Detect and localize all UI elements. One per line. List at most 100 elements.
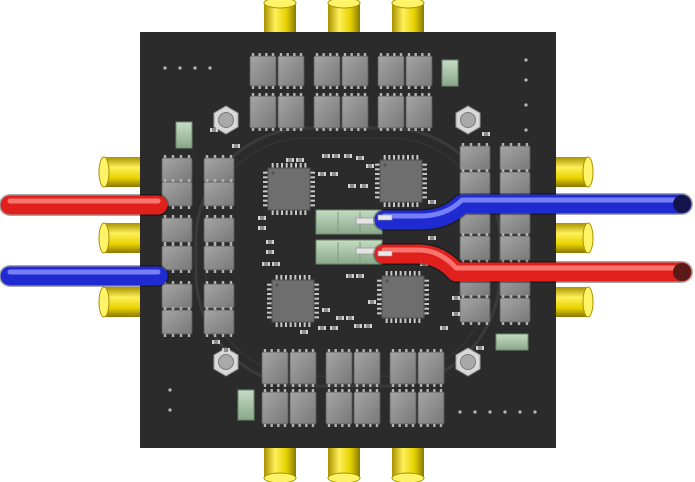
mosfet-lead (293, 128, 296, 131)
mosfet-lead (213, 334, 217, 337)
mosfet-lead (509, 260, 513, 263)
mosfet-bottom-b (417, 389, 445, 427)
mosfet-lead (399, 128, 403, 131)
mosfet-top-b (341, 93, 369, 131)
passive-end (212, 340, 214, 344)
mosfet-lead (205, 334, 209, 337)
smd-passive (356, 274, 364, 278)
mosfet-bottom-b (325, 389, 353, 427)
silkscreen-dot (163, 66, 167, 70)
mosfet-lead (258, 53, 261, 56)
mosfet-lead (509, 295, 513, 298)
mcu-pin (281, 210, 283, 215)
passive-end (366, 184, 368, 188)
mosfet-lead (343, 93, 347, 96)
passive-end (318, 172, 320, 176)
mosfet-bottom-a (389, 349, 417, 387)
mcu-pin (314, 283, 319, 286)
mosfet-lead (251, 93, 255, 96)
mosfet-lead (461, 169, 465, 172)
mounting-hole-top-left (213, 105, 239, 135)
mosfet-lead (421, 53, 424, 56)
smd-passive (368, 300, 376, 304)
mcu-pin (377, 298, 382, 301)
mosfet-lead (517, 295, 521, 298)
mcu-pin (377, 307, 382, 310)
mosfet-lead (405, 424, 408, 427)
passive-end (360, 324, 362, 328)
smd-passive (262, 262, 270, 266)
mosfet-lead (485, 322, 489, 325)
passive-end (428, 236, 430, 240)
mosfet-lead (171, 243, 175, 246)
connector-end (327, 0, 361, 9)
connector-end (582, 286, 594, 318)
mosfet-lead (477, 322, 481, 325)
mcu-pin (299, 275, 301, 280)
mcu-chip-3 (267, 275, 319, 327)
mcu-pin (385, 271, 388, 276)
mcu-pin (303, 322, 306, 327)
mosfet-lead (277, 389, 280, 392)
mosfet-lead (279, 53, 283, 56)
mcu-pin (424, 312, 429, 315)
mosfet-lead (311, 424, 315, 427)
mosfet-lead (187, 270, 191, 273)
mosfet-lead (399, 93, 403, 96)
mosfet-lead (187, 206, 191, 209)
mosfet-lead (299, 53, 303, 56)
mosfet-lead (357, 93, 360, 96)
passive-body (262, 262, 270, 266)
passive-body (232, 144, 240, 148)
silkscreen-dot (524, 78, 528, 82)
mcu-pin (263, 185, 268, 188)
mosfet-lead (265, 53, 268, 56)
passive-body (210, 128, 218, 132)
mosfet-lead (341, 424, 344, 427)
mosfet-lead (485, 143, 489, 146)
passive-end (356, 156, 358, 160)
mosfet-body (203, 245, 235, 271)
passive-end (360, 184, 362, 188)
passive-end (368, 300, 370, 304)
passive-end (364, 324, 366, 328)
mosfet-lead (277, 384, 280, 387)
mosfet-lead (369, 389, 372, 392)
smd-passive (452, 312, 460, 316)
mosfet-lead (517, 260, 521, 263)
mcu-pin (263, 199, 268, 202)
mosfet-lead (205, 179, 209, 182)
mcu-pin (377, 303, 382, 305)
mosfet-lead (411, 424, 415, 427)
mcu-pin (267, 288, 272, 291)
mosfet-lead (461, 295, 465, 298)
mcu-pin (310, 181, 315, 183)
mosfet-lead (525, 260, 529, 263)
passive-end (258, 216, 260, 220)
mcu-pin (314, 311, 319, 314)
mosfet-lead (213, 307, 217, 310)
wire-end-cap (673, 195, 691, 213)
mcu-pin (377, 293, 382, 296)
mcu-pin (385, 318, 388, 323)
mosfet-left-b (203, 307, 235, 337)
mcu-pin (424, 279, 429, 282)
silkscreen-dot (488, 410, 492, 414)
mosfet-lead (426, 349, 429, 352)
mosfet-lead (205, 155, 209, 158)
mosfet-lead (305, 384, 308, 387)
mosfet-lead (163, 307, 167, 310)
mosfet-lead (283, 389, 287, 392)
mosfet-lead (205, 206, 209, 209)
mosfet-lead (398, 349, 401, 352)
nut-hole (460, 112, 476, 128)
mosfet-lead (258, 93, 261, 96)
mcu-pin (281, 163, 283, 168)
mosfet-lead (399, 86, 403, 89)
passive-end (210, 128, 212, 132)
mosfet-lead (357, 128, 360, 131)
mosfet-body (499, 297, 531, 323)
mosfet-left-b (203, 243, 235, 273)
mcu-pin (267, 297, 272, 300)
mosfet-top-b (405, 93, 433, 131)
